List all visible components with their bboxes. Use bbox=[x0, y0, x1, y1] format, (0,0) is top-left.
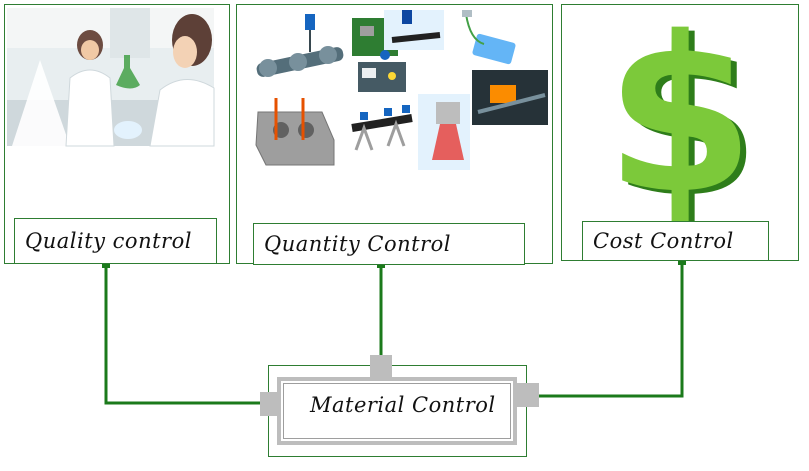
connector-lines bbox=[104, 261, 684, 405]
top-connector-tab bbox=[370, 355, 392, 377]
svg-text:$: $ bbox=[611, 0, 761, 245]
industrial-sensors-collage bbox=[255, 10, 548, 170]
quality-control-label: Quality control bbox=[14, 218, 217, 264]
quantity-control-label: Quantity Control bbox=[253, 223, 525, 265]
quality-connector-line bbox=[104, 264, 262, 405]
cost-control-label: Cost Control bbox=[582, 221, 769, 261]
cost-connector-line bbox=[535, 261, 684, 398]
laboratory-scientists-photo bbox=[7, 8, 215, 147]
material-control-box bbox=[277, 377, 517, 445]
left-connector-tab bbox=[260, 392, 278, 416]
material-control-label: Material Control bbox=[310, 393, 496, 417]
svg-text:$: $ bbox=[605, 0, 755, 241]
right-connector-tab bbox=[517, 383, 539, 407]
material-control-inner-frame bbox=[283, 383, 511, 439]
green-dollar-sign-icon: $ $ bbox=[605, 0, 761, 245]
